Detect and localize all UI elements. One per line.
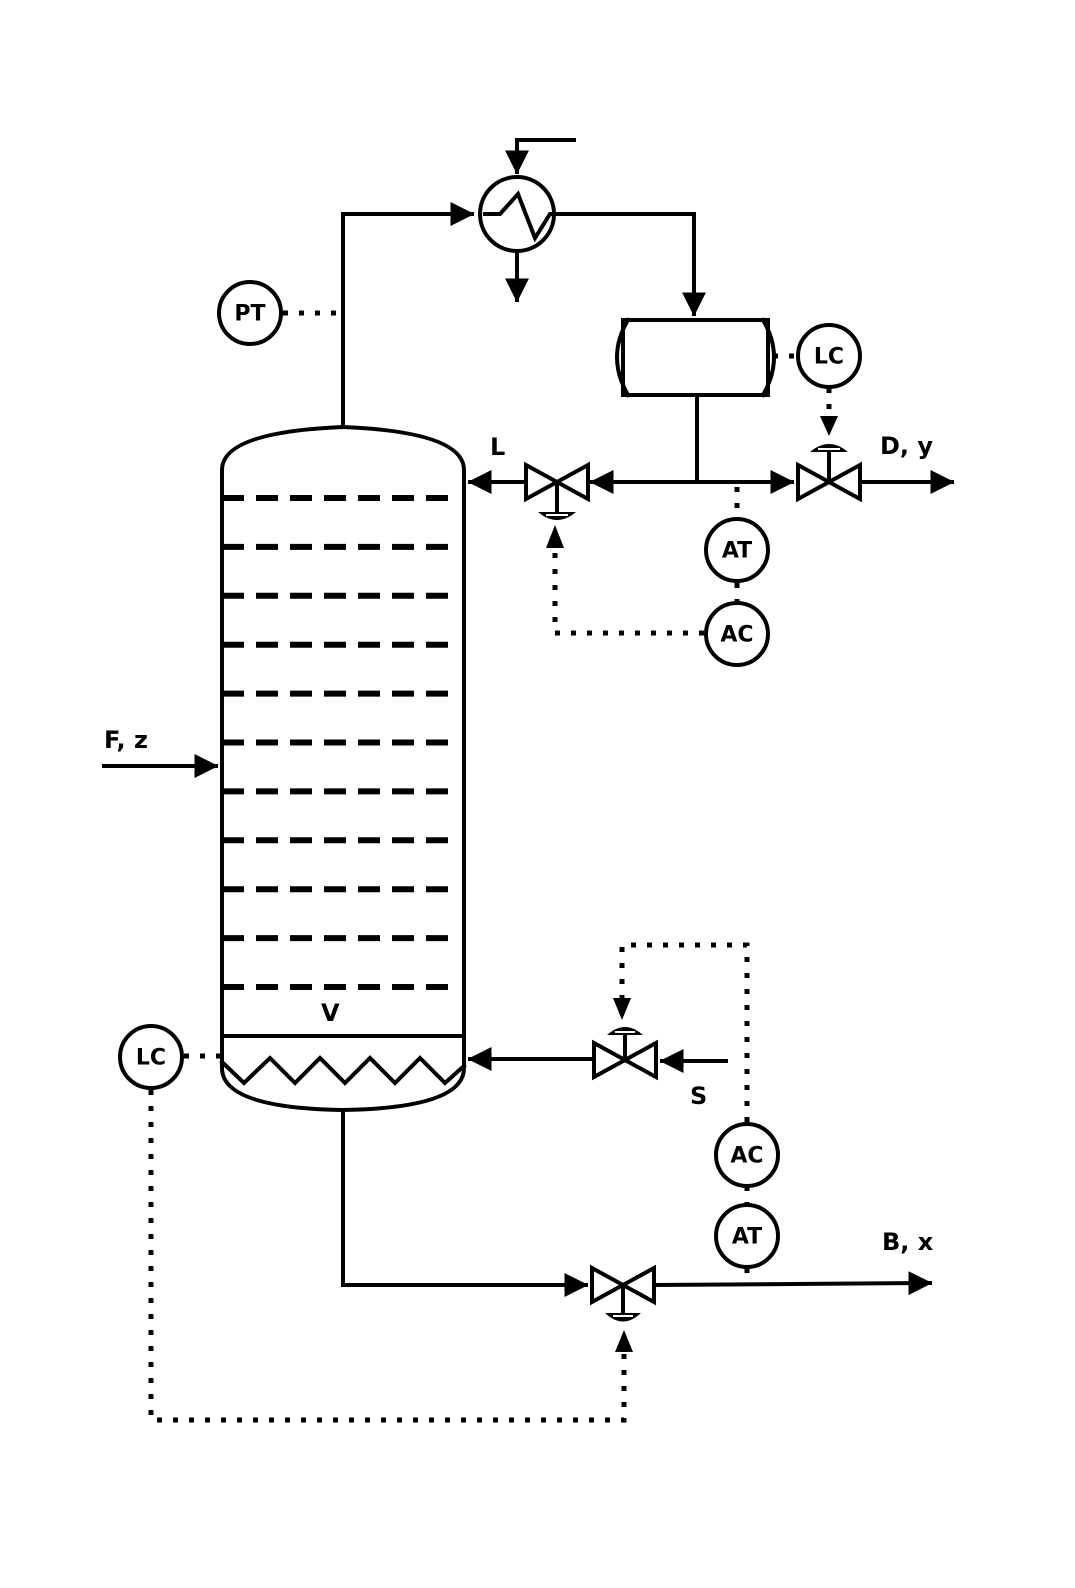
distillate-label: D, y [880, 432, 933, 460]
distillation-column[interactable] [220, 424, 466, 1113]
reflux-control-valve[interactable] [524, 461, 590, 520]
overhead-vapor-line [341, 202, 475, 429]
coolant-inlet-line [505, 138, 576, 175]
bottom-lc-label: LC [136, 1046, 166, 1071]
bottom-analyzer-transmitter[interactable]: AT [714, 1203, 780, 1269]
bottom-lc-to-bottoms-valve-line [148, 1090, 627, 1423]
top-analyzer-controller[interactable]: AC [704, 601, 770, 667]
top-analyzer-transmitter[interactable]: AT [704, 517, 770, 583]
feed-label: F, z [104, 726, 148, 754]
pressure-transmitter[interactable]: PT [217, 280, 283, 346]
bottoms-control-valve[interactable] [590, 1264, 656, 1322]
bottoms-line [341, 1108, 589, 1297]
pt-label: PT [234, 302, 265, 327]
bottoms-valve-signal-arrow [615, 1330, 633, 1352]
reflux-valve-signal-arrow [546, 525, 564, 548]
condenser[interactable] [478, 175, 560, 253]
steam-control-valve[interactable] [592, 1027, 658, 1081]
bottom-level-controller[interactable]: LC [118, 1024, 184, 1090]
steam-label: S [690, 1082, 707, 1110]
bottom-ac-label: AC [730, 1144, 763, 1169]
drum-level-controller[interactable]: LC [796, 323, 862, 389]
bottoms-outlet-line [651, 1271, 933, 1296]
condensate-line [552, 212, 706, 317]
reflux-label: L [490, 433, 505, 461]
top-at-label: AT [722, 539, 752, 564]
distillate-control-valve[interactable] [796, 444, 862, 503]
bottoms-label: B, x [882, 1228, 934, 1256]
reboiler-coil [219, 1055, 467, 1086]
drum-lc-label: LC [814, 345, 844, 370]
drum-lc-signal-arrow [820, 416, 838, 436]
bottom-analyzer-controller[interactable]: AC [714, 1122, 780, 1188]
top-ac-label: AC [720, 623, 753, 648]
reflux-drum[interactable] [615, 317, 776, 398]
top-ac-to-reflux-valve-line [552, 548, 704, 636]
column-trays [222, 495, 448, 990]
steam-valve-signal-arrow [613, 998, 631, 1020]
boilup-label: V [321, 999, 340, 1027]
bottom-at-label: AT [732, 1225, 762, 1250]
